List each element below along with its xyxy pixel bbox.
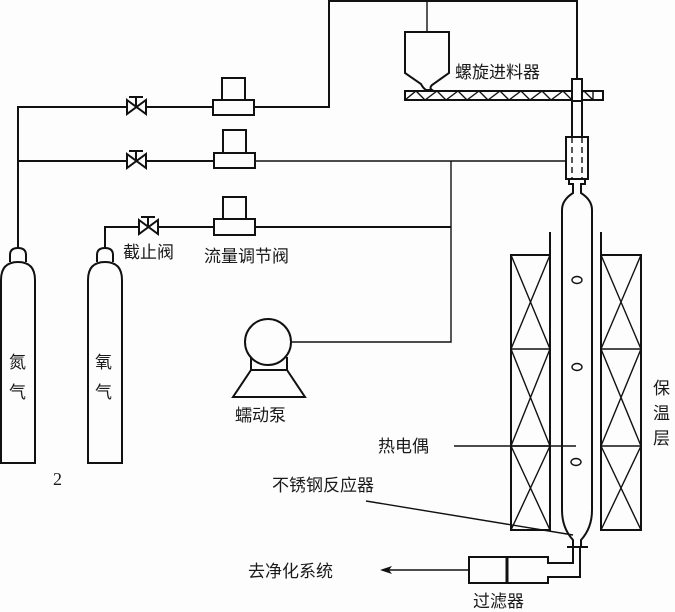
nitrogen-label-2: 气: [9, 383, 26, 403]
nitrogen-main-pipe: [17, 106, 127, 248]
flow-control-valve-1[interactable]: [212, 77, 255, 116]
oxygen-label-1: 氧: [95, 353, 112, 373]
peristaltic-pump-label: 蠕动泵: [235, 406, 286, 426]
flow-control-valve-3[interactable]: [213, 196, 256, 236]
insulation-label-2: 温: [653, 404, 670, 424]
thermocouple-label: 热电偶: [378, 437, 429, 457]
screw-flights: [404, 90, 594, 101]
flow-control-valve-2[interactable]: [213, 129, 256, 169]
flow-control-valve-label: 流量调节阀: [204, 247, 289, 267]
reactor-port: [571, 362, 583, 372]
nitrogen-cylinder: 氮 气: [0, 246, 36, 464]
reactor-tube: [561, 179, 593, 547]
shutoff-valve-3[interactable]: [138, 216, 159, 236]
outlet-arrow-icon: [380, 566, 392, 574]
insulation-label-3: 层: [653, 429, 670, 449]
oxygen-cylinder: 氧 气: [87, 246, 123, 464]
reactor: [561, 100, 593, 548]
nitrogen-label-1: 氮: [9, 353, 26, 373]
screw-feeder[interactable]: [404, 31, 604, 102]
shutoff-valve-label: 截止阀: [123, 243, 174, 263]
oxygen-label-2: 气: [95, 383, 112, 403]
reactor-port: [571, 275, 583, 285]
pipe-pump-line: [292, 161, 452, 343]
insulation-label-1: 保: [653, 379, 670, 399]
feed-hopper: [404, 31, 450, 91]
screw-feeder-label: 螺旋进料器: [455, 63, 540, 83]
figure-number: 2: [53, 469, 62, 489]
filter-label: 过滤器: [473, 592, 524, 612]
peristaltic-pump[interactable]: [231, 318, 307, 398]
reactor-coupling: [565, 136, 589, 180]
shutoff-valve-1[interactable]: [126, 96, 147, 116]
oxygen-pipe: [104, 226, 139, 248]
pipe-to-feeder-purge: [254, 0, 578, 108]
feed-drop-pipe-top: [571, 78, 583, 102]
filter[interactable]: [468, 547, 581, 584]
reactor-label: 不锈钢反应器: [272, 476, 374, 496]
shutoff-valve-2[interactable]: [126, 150, 147, 170]
pipe-network: [17, 0, 578, 343]
reactor-port: [570, 457, 582, 467]
reactor-callout-line: [365, 500, 574, 536]
to-purification-label: 去净化系统: [248, 562, 333, 582]
insulation-layer-right: [600, 254, 642, 531]
insulation-layer-left: [510, 254, 551, 531]
